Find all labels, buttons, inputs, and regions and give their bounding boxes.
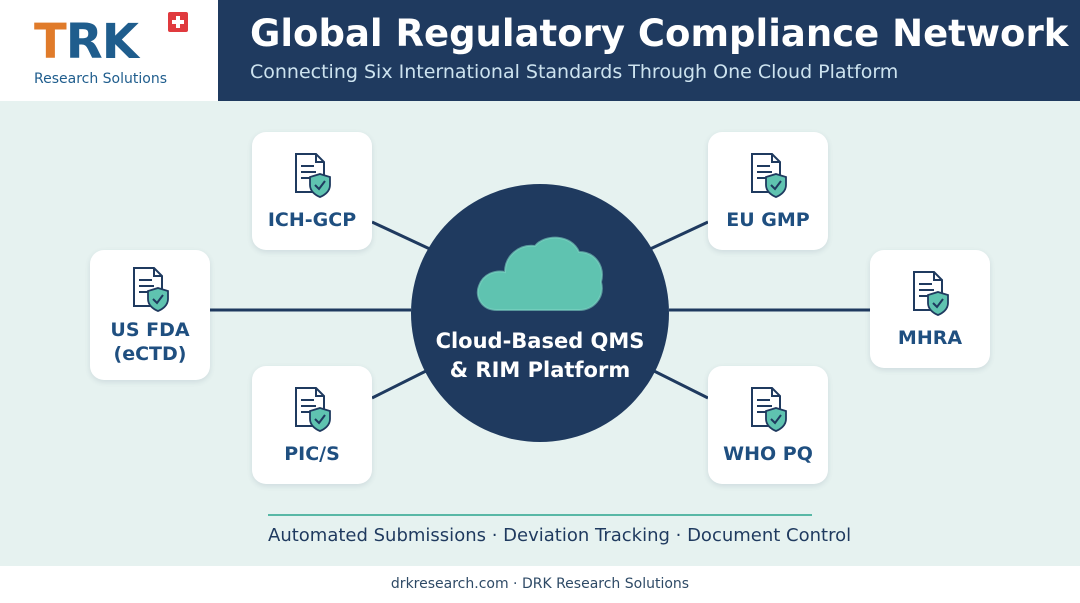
document-shield-icon <box>751 387 787 432</box>
footer[interactable]: drkresearch.com · DRK Research Solutions <box>0 566 1080 603</box>
header: TRK Research Solutions Global Regulatory… <box>0 0 1080 101</box>
hub-label: Cloud-Based QMS & RIM Platform <box>435 329 645 382</box>
document-shield-icon <box>133 267 169 312</box>
node-eu-gmp[interactable]: EU GMP <box>708 132 828 250</box>
document-shield-icon <box>913 271 949 316</box>
document-shield-icon <box>751 153 787 198</box>
node-label: PIC/S <box>284 443 340 465</box>
page-subtitle: Connecting Six International Standards T… <box>250 61 899 83</box>
node-label: EU GMP <box>726 209 810 231</box>
node-label: US FDA (eCTD) <box>110 319 190 365</box>
node-us-fda[interactable]: US FDA (eCTD) <box>90 250 210 380</box>
title-band: Global Regulatory Compliance Network Con… <box>218 0 1080 101</box>
node-ich-gcp[interactable]: ICH-GCP <box>252 132 372 250</box>
logo-tagline: Research Solutions <box>34 71 167 87</box>
logo-wordmark: TRK <box>34 14 139 70</box>
node-mhra[interactable]: MHRA <box>870 250 990 368</box>
link-pics <box>371 366 433 400</box>
link-eu-gmp <box>647 220 709 252</box>
node-label: ICH-GCP <box>267 209 357 231</box>
link-who-pq <box>647 366 709 400</box>
node-label: WHO PQ <box>723 443 813 465</box>
node-pics[interactable]: PIC/S <box>252 366 372 484</box>
document-shield-icon <box>295 387 331 432</box>
cloud-icon <box>476 236 603 311</box>
node-who-pq[interactable]: WHO PQ <box>708 366 828 484</box>
hub-platform[interactable]: Cloud-Based QMS & RIM Platform <box>411 184 669 442</box>
swiss-cross-icon <box>168 12 188 32</box>
link-ich-gcp <box>371 220 433 252</box>
document-shield-icon <box>295 153 331 198</box>
logo[interactable]: TRK Research Solutions <box>0 0 218 101</box>
page-title: Global Regulatory Compliance Network <box>250 12 1069 55</box>
node-label: MHRA <box>897 327 963 349</box>
feature-tagline: Automated Submissions · Deviation Tracki… <box>268 514 851 546</box>
